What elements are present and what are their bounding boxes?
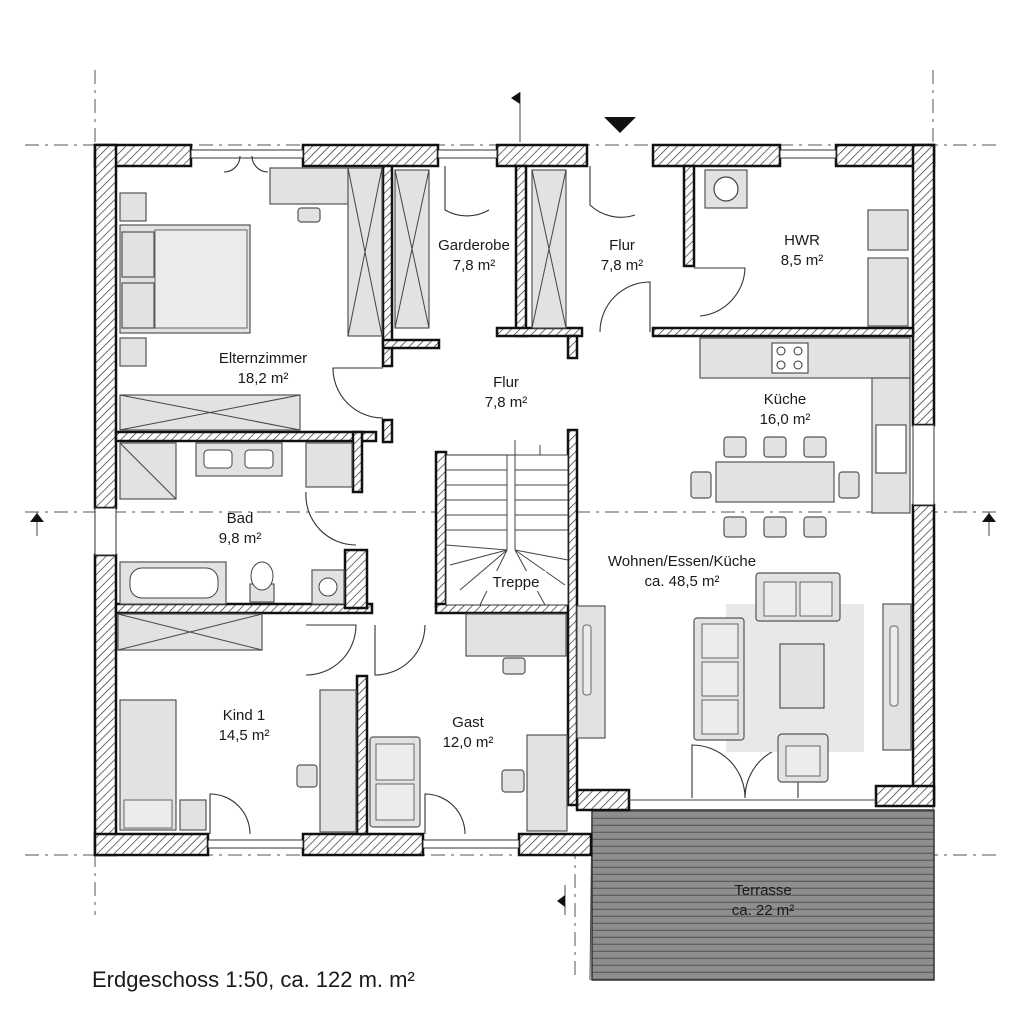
room-name: Garderobe bbox=[438, 237, 510, 254]
furniture-bad bbox=[119, 442, 353, 605]
room-area: ca. 22 m² bbox=[732, 902, 795, 919]
room-kueche-label: Küche 16,0 m² bbox=[760, 391, 811, 428]
room-kind1-label: Kind 1 14,5 m² bbox=[219, 707, 270, 744]
room-name: Wohnen/Essen/Küche bbox=[608, 553, 756, 570]
room-area: 7,8 m² bbox=[453, 257, 496, 274]
room-name: Treppe bbox=[493, 574, 540, 591]
furniture-kind1 bbox=[117, 613, 357, 833]
room-area: 18,2 m² bbox=[238, 370, 289, 387]
room-flur-oben-label: Flur 7,8 m² bbox=[601, 237, 644, 274]
room-area: 7,8 m² bbox=[601, 257, 644, 274]
room-bad-label: Bad 9,8 m² bbox=[219, 510, 262, 547]
room-name: Kind 1 bbox=[223, 707, 266, 724]
furniture-hwr bbox=[704, 169, 909, 327]
room-elternzimmer-label: Elternzimmer 18,2 m² bbox=[219, 350, 307, 387]
room-wohnen-label: Wohnen/Essen/Küche ca. 48,5 m² bbox=[608, 553, 756, 590]
room-name: Gast bbox=[452, 714, 485, 731]
room-name: Terrasse bbox=[734, 882, 792, 899]
windows bbox=[94, 149, 935, 849]
room-area: 7,8 m² bbox=[485, 394, 528, 411]
interior-walls bbox=[114, 164, 915, 836]
furniture-elternzimmer bbox=[119, 167, 383, 431]
room-area: 8,5 m² bbox=[781, 252, 824, 269]
room-treppe-label: Treppe bbox=[486, 571, 546, 591]
room-area: ca. 48,5 m² bbox=[644, 573, 719, 590]
room-name: Küche bbox=[764, 391, 807, 408]
furniture-wohnen bbox=[576, 572, 912, 783]
room-area: 16,0 m² bbox=[760, 411, 811, 428]
furniture-gast bbox=[369, 613, 568, 832]
doors bbox=[209, 155, 799, 835]
room-garderobe-label: Garderobe 7,8 m² bbox=[438, 237, 510, 274]
room-name: Elternzimmer bbox=[219, 350, 307, 367]
plan-caption: Erdgeschoss 1:50, ca. 122 m. m² bbox=[92, 967, 415, 992]
room-area: 14,5 m² bbox=[219, 727, 270, 744]
section-markers bbox=[30, 92, 996, 915]
furniture-kueche bbox=[690, 337, 911, 538]
room-hwr-label: HWR 8,5 m² bbox=[781, 232, 824, 269]
room-name: Bad bbox=[227, 510, 254, 527]
room-name: Flur bbox=[493, 374, 519, 391]
room-gast-label: Gast 12,0 m² bbox=[443, 714, 494, 751]
room-area: 9,8 m² bbox=[219, 530, 262, 547]
room-flur-mitte-label: Flur 7,8 m² bbox=[485, 374, 528, 411]
room-name: Flur bbox=[609, 237, 635, 254]
exterior-walls bbox=[93, 143, 936, 857]
terrace-deck bbox=[591, 809, 935, 981]
room-terrasse-label: Terrasse ca. 22 m² bbox=[732, 882, 795, 919]
room-area: 12,0 m² bbox=[443, 734, 494, 751]
wardrobes bbox=[394, 169, 567, 329]
room-name: HWR bbox=[784, 232, 820, 249]
